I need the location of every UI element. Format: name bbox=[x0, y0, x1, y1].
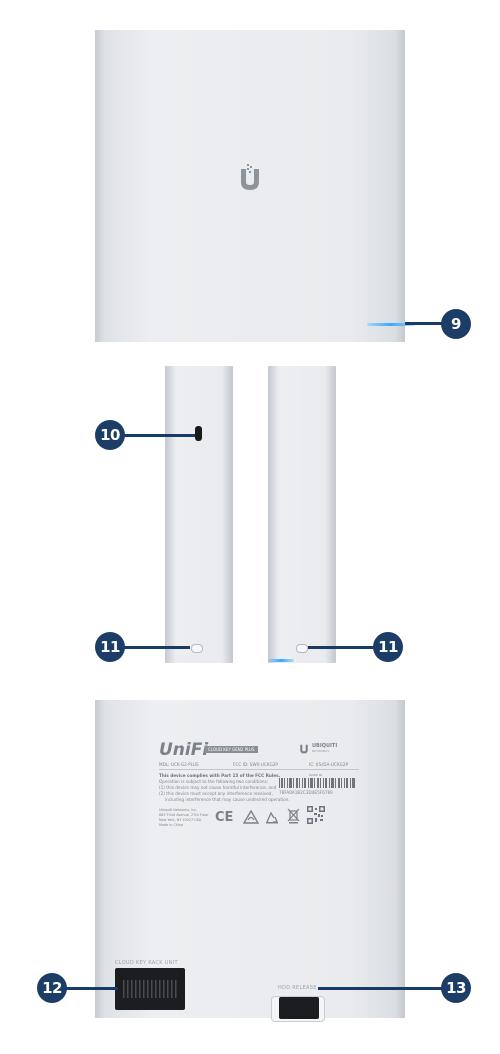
model-badge: CLOUD KEY GEN2 PLUS bbox=[205, 746, 258, 753]
device-right-side-view bbox=[268, 366, 336, 663]
leader-line-9 bbox=[405, 322, 445, 325]
fcc-notice-body: Operation is subject to the following tw… bbox=[159, 779, 269, 784]
regulatory-label: UniFi CLOUD KEY GEN2 PLUS UBIQUITI NETWO… bbox=[159, 740, 359, 840]
fcc-notice-title: This device complies with Part 15 of the… bbox=[159, 773, 281, 778]
fcc-line: FCC ID: SWX-UCKG2P bbox=[233, 762, 278, 767]
edge-shade bbox=[395, 30, 405, 342]
led-light-bar bbox=[268, 659, 294, 662]
callout-13: 13 bbox=[441, 973, 471, 1003]
indicator-icon bbox=[296, 644, 308, 653]
ce-mark-icon: CE bbox=[215, 810, 234, 825]
brand-logo: UniFi bbox=[159, 740, 209, 760]
edge-shade bbox=[268, 366, 278, 663]
ubiquiti-u-logo-icon bbox=[241, 164, 259, 190]
fcc-notice-1: (1) this device may not cause harmful in… bbox=[159, 785, 277, 790]
edge-shade bbox=[95, 30, 105, 342]
leader-line-10 bbox=[124, 434, 195, 437]
callout-11-left: 11 bbox=[95, 632, 125, 662]
edge-shade bbox=[165, 366, 175, 663]
ic-line: IC: 6545A-UCKG2P bbox=[309, 762, 349, 767]
qr-code-icon bbox=[307, 806, 325, 824]
callout-10: 10 bbox=[95, 420, 125, 450]
edge-shade bbox=[95, 700, 105, 1018]
device-top-view bbox=[95, 30, 415, 342]
rack-latch-icon bbox=[115, 968, 185, 1010]
ubiquiti-wordmark: UBIQUITI bbox=[312, 743, 338, 749]
leader-line-11-right bbox=[308, 646, 374, 649]
company-line-2: 685 Third Avenue, 27th Floor bbox=[159, 813, 209, 817]
barcode-icon bbox=[279, 778, 355, 788]
rcm-mark-icon bbox=[243, 810, 259, 824]
leader-line-12 bbox=[66, 987, 118, 990]
fcc-notice-3: including interference that may cause un… bbox=[165, 797, 290, 802]
edge-shade bbox=[326, 366, 336, 663]
ubiquiti-sub: NETWORKS bbox=[312, 749, 330, 753]
serial-line: 78FA0A1B2C3D4E5F6789 bbox=[279, 790, 333, 795]
callout-12: 12 bbox=[37, 973, 67, 1003]
recycling-mark-icon bbox=[266, 811, 278, 824]
leader-line-11-left bbox=[124, 646, 190, 649]
fcc-notice-2: (2) this device must accept any interfer… bbox=[159, 791, 273, 796]
hdd-release-label: HDD RELEASE bbox=[278, 985, 317, 991]
made-in-small: MADE IN bbox=[309, 773, 322, 777]
weee-bin-icon bbox=[287, 808, 300, 824]
leader-line-13 bbox=[318, 987, 442, 990]
rack-latch-grip-icon bbox=[123, 980, 177, 998]
led-light-bar bbox=[367, 323, 415, 326]
hdd-release-latch-icon bbox=[279, 997, 319, 1019]
edge-shade bbox=[395, 700, 405, 1018]
usb-c-port-icon bbox=[195, 426, 202, 441]
callout-11-right: 11 bbox=[373, 632, 403, 662]
reset-button-icon bbox=[191, 644, 203, 653]
company-line-3: New York, NY 10017 USA bbox=[159, 818, 202, 822]
ubiquiti-u-logo-icon bbox=[300, 744, 308, 754]
device-left-side-view bbox=[165, 366, 233, 663]
model-line: MDL: UCK-G2-PLUS bbox=[159, 762, 199, 767]
company-line-1: Ubiquiti Networks, Inc. bbox=[159, 808, 198, 812]
edge-shade bbox=[223, 366, 233, 663]
label-divider bbox=[159, 769, 359, 770]
device-bottom-view: UniFi CLOUD KEY GEN2 PLUS UBIQUITI NETWO… bbox=[95, 700, 405, 1022]
rack-latch-label: CLOUD KEY RACK UNIT bbox=[115, 960, 178, 966]
company-line-4: Made in China bbox=[159, 823, 184, 827]
callout-9: 9 bbox=[441, 309, 471, 339]
